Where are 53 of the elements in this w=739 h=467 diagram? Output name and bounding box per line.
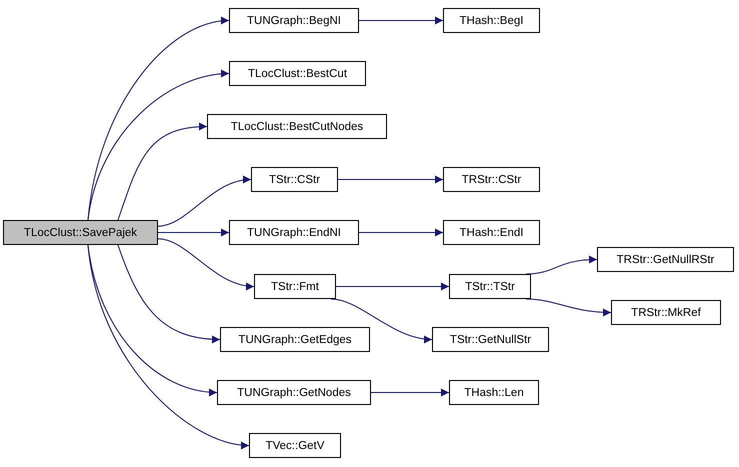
function-box: [3, 220, 158, 245]
function-box: [229, 61, 366, 86]
function-box: [443, 167, 540, 192]
function-box: [249, 433, 341, 458]
function-box: [229, 220, 359, 245]
function-name: TUNGraph::BegNI: [247, 14, 341, 26]
function-name: TVec::GetV: [266, 440, 324, 452]
function-box: [611, 300, 721, 325]
arrow: [338, 176, 444, 184]
function-name: TRStr::MkRef: [631, 306, 701, 318]
arrow: [88, 17, 230, 220]
arrow: [88, 244, 218, 396]
function-name: TRStr::CStr: [462, 174, 522, 186]
arrow: [88, 70, 230, 220]
function-name: TStr::TStr: [465, 280, 515, 292]
arrow: [118, 244, 220, 344]
function-name: TUNGraph::GetNodes: [237, 386, 351, 398]
arrow: [336, 282, 450, 290]
function-box: [443, 8, 540, 33]
arrow: [358, 16, 444, 24]
arrow: [158, 228, 230, 236]
arrow: [118, 122, 208, 220]
function-box: [597, 247, 734, 272]
function-box: [207, 114, 387, 139]
arrow: [526, 256, 598, 274]
arrow: [370, 388, 450, 396]
function-name: TRStr::GetNullRStr: [616, 254, 714, 266]
function-name: THash::EndI: [460, 226, 524, 238]
function-box: [432, 327, 549, 352]
function-name: TStr::CStr: [268, 174, 320, 186]
arrow: [158, 176, 252, 227]
arrow: [330, 298, 432, 343]
function-box: [220, 327, 370, 352]
function-name: THash::BegI: [460, 14, 524, 26]
function-name: TStr::Fmt: [271, 280, 319, 292]
function-box: [251, 167, 338, 192]
function-box: [254, 274, 336, 299]
arrow: [88, 244, 250, 449]
function-box: [443, 220, 540, 245]
arrow: [526, 298, 612, 316]
function-box: [449, 380, 539, 405]
function-box: [229, 8, 359, 33]
function-name: TLocClust::BestCutNodes: [230, 120, 364, 132]
function-name: THash::Len: [464, 386, 524, 398]
arrow: [158, 238, 254, 290]
function-name: TLocClust::SavePajek: [24, 226, 138, 238]
arrow: [358, 228, 444, 236]
function-name: TUNGraph::GetEdges: [238, 334, 352, 346]
function-box: [449, 274, 531, 299]
function-name: TLocClust::BestCut: [248, 68, 348, 80]
function-name: TStr::GetNullStr: [450, 334, 532, 346]
function-box: [217, 380, 371, 405]
function-name: TUNGraph::EndNI: [247, 226, 341, 238]
